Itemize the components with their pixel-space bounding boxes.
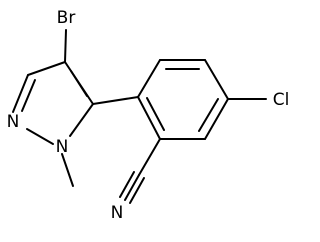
- bond-c4-c5-inner: [70, 70, 88, 97]
- bond-c4-c3: [27, 61, 66, 76]
- chemical-structure-diagram: Br N N Cl N: [7, 8, 290, 223]
- bond-c3-n2-inner: [21, 79, 36, 112]
- bond-b6-b1-inner: [146, 97, 165, 131]
- nitrile-group: [119, 138, 161, 204]
- atom-label-n-nitrile: N: [111, 203, 124, 223]
- atom-label-n2: N: [7, 112, 20, 132]
- bond-c3-n2: [12, 74, 29, 113]
- pyrazole-ring: [12, 61, 94, 187]
- atom-label-br: Br: [57, 8, 76, 28]
- bond-n1-c5: [69, 103, 94, 137]
- bond-c5-aryl: [92, 96, 139, 105]
- benzene-ring: [137, 59, 229, 140]
- bond-triple-1: [124, 174, 140, 201]
- bond-b6-cnitrile: [138, 138, 161, 176]
- bond-b1-b2: [137, 59, 161, 98]
- atom-label-n1: N: [56, 137, 69, 157]
- bond-triple-2: [119, 171, 135, 198]
- bond-b4-b5-inner: [198, 98, 219, 132]
- bond-b4-b5: [204, 98, 229, 140]
- bond-b3-b4: [204, 59, 229, 100]
- atom-label-cl: Cl: [273, 90, 290, 110]
- bond-triple-3: [129, 177, 145, 204]
- bond-c4-br: [64, 29, 67, 63]
- bond-n1-methyl: [61, 153, 74, 187]
- bond-n2-n1: [26, 128, 54, 145]
- bond-b6-b1: [137, 96, 161, 140]
